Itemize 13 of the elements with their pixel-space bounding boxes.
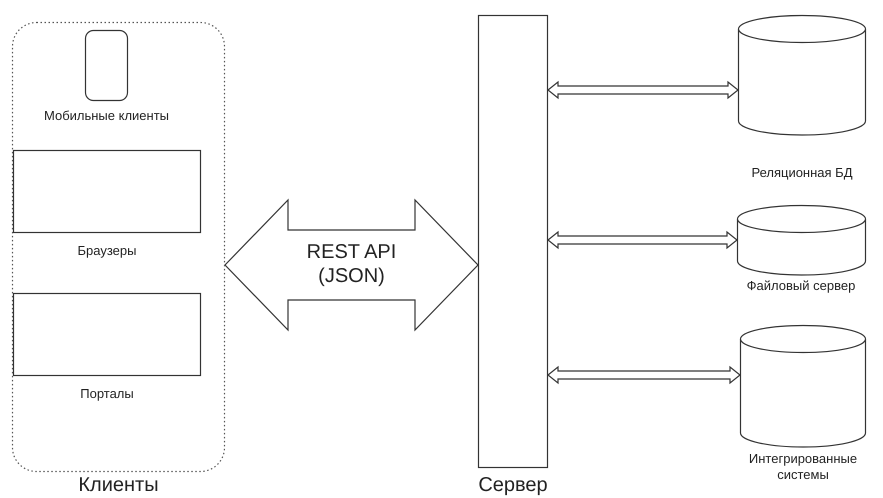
node-label: Порталы (79, 386, 135, 402)
node-label: Интегрированные системы (748, 451, 858, 483)
node-label: Мобильные клиенты (42, 108, 170, 124)
node-label: Сервер (477, 474, 549, 496)
edge-label: REST API (JSON) (306, 240, 398, 288)
node-label: Реляционная БД (750, 165, 854, 181)
double-arrow (547, 366, 741, 384)
node-label: Файловый сервер (746, 278, 856, 294)
double-arrow (547, 80, 739, 100)
double-arrow (547, 230, 738, 250)
double-arrow (224, 198, 479, 332)
node-label: Браузеры (76, 243, 138, 259)
node-label: Клиенты (77, 474, 160, 496)
